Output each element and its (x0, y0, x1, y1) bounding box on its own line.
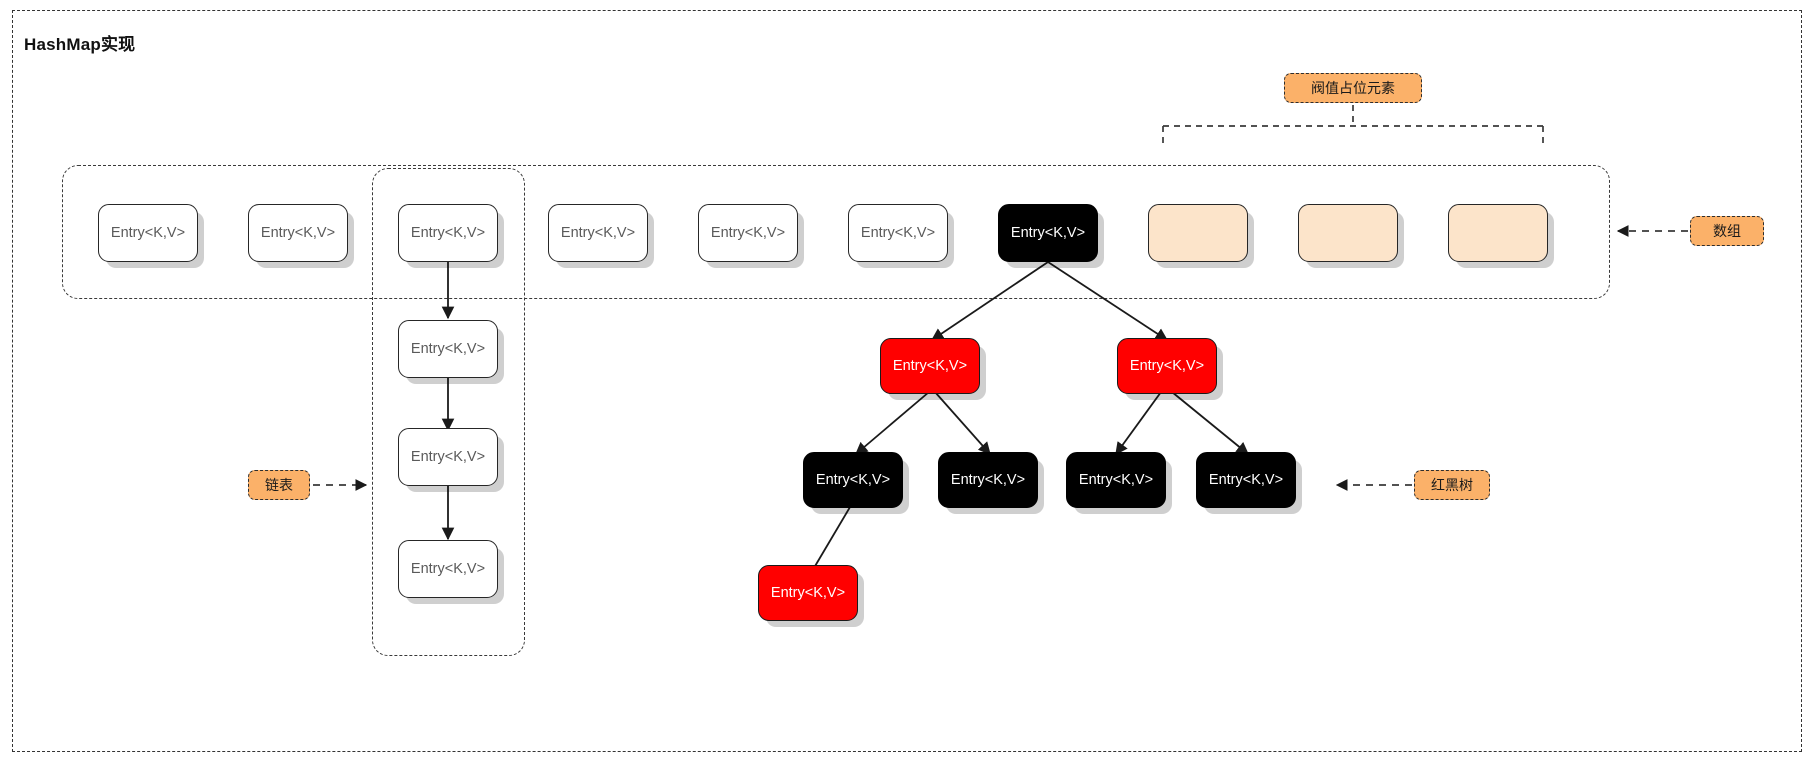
array-slot-4-label: Entry<K,V> (710, 225, 786, 241)
rbtree-node-level2-4-label: Entry<K,V> (1208, 472, 1284, 488)
array-slot-4[interactable]: Entry<K,V> (698, 204, 798, 262)
array-slot-8[interactable] (1298, 204, 1398, 262)
array-slot-5[interactable]: Entry<K,V> (848, 204, 948, 262)
rbtree-node-level2-3-label: Entry<K,V> (1078, 472, 1154, 488)
rbtree-node-level1-left[interactable]: Entry<K,V> (880, 338, 980, 394)
linked-list-node-3-label: Entry<K,V> (410, 561, 486, 577)
rbtree-node-level2-1-label: Entry<K,V> (815, 472, 891, 488)
linked-list-node-2-label: Entry<K,V> (410, 449, 486, 465)
page-title: HashMap实现 (24, 35, 136, 54)
linked-list-container (372, 168, 525, 656)
linked-list-legend-label: 链表 (265, 477, 293, 493)
array-slot-6[interactable]: Entry<K,V> (998, 204, 1098, 262)
array-slot-0-label: Entry<K,V> (110, 225, 186, 241)
rbtree-node-level1-left-label: Entry<K,V> (892, 358, 968, 374)
array-slot-2-label: Entry<K,V> (410, 225, 486, 241)
array-slot-1-label: Entry<K,V> (260, 225, 336, 241)
rbtree-node-level2-1[interactable]: Entry<K,V> (803, 452, 903, 508)
array-container (62, 165, 1610, 299)
linked-list-node-3[interactable]: Entry<K,V> (398, 540, 498, 598)
linked-list-node-2[interactable]: Entry<K,V> (398, 428, 498, 486)
threshold-placeholder-label: 阀值占位元素 (1311, 80, 1395, 96)
array-slot-9[interactable] (1448, 204, 1548, 262)
linked-list-node-1-label: Entry<K,V> (410, 341, 486, 357)
rbtree-legend-chip[interactable]: 红黑树 (1414, 470, 1490, 500)
array-legend-chip[interactable]: 数组 (1690, 216, 1764, 246)
rbtree-legend-label: 红黑树 (1431, 477, 1473, 493)
rbtree-node-level2-2-label: Entry<K,V> (950, 472, 1026, 488)
rbtree-node-level2-2[interactable]: Entry<K,V> (938, 452, 1038, 508)
array-slot-6-label: Entry<K,V> (1010, 225, 1086, 241)
linked-list-legend-chip[interactable]: 链表 (248, 470, 310, 500)
array-legend-label: 数组 (1713, 223, 1741, 239)
rbtree-node-level3-1[interactable]: Entry<K,V> (758, 565, 858, 621)
array-slot-0[interactable]: Entry<K,V> (98, 204, 198, 262)
rbtree-node-level2-3[interactable]: Entry<K,V> (1066, 452, 1166, 508)
page-frame (12, 10, 1802, 752)
threshold-placeholder-chip[interactable]: 阀值占位元素 (1284, 73, 1422, 103)
rbtree-node-level2-4[interactable]: Entry<K,V> (1196, 452, 1296, 508)
array-slot-2[interactable]: Entry<K,V> (398, 204, 498, 262)
array-slot-5-label: Entry<K,V> (860, 225, 936, 241)
rbtree-node-level1-right-label: Entry<K,V> (1129, 358, 1205, 374)
array-slot-3-label: Entry<K,V> (560, 225, 636, 241)
array-slot-7[interactable] (1148, 204, 1248, 262)
array-slot-3[interactable]: Entry<K,V> (548, 204, 648, 262)
rbtree-node-level3-1-label: Entry<K,V> (770, 585, 846, 601)
linked-list-node-1[interactable]: Entry<K,V> (398, 320, 498, 378)
array-slot-1[interactable]: Entry<K,V> (248, 204, 348, 262)
rbtree-node-level1-right[interactable]: Entry<K,V> (1117, 338, 1217, 394)
